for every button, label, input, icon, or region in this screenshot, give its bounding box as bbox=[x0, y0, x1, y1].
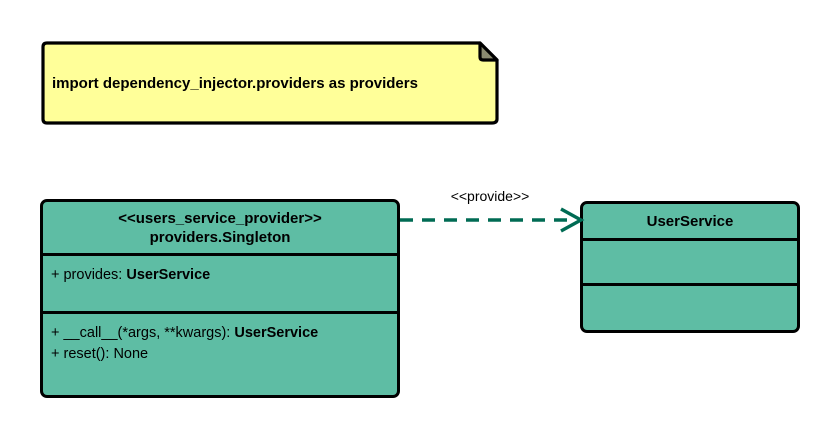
attribute-row: + provides: UserService bbox=[51, 265, 389, 286]
operation-label: + __call__(*args, **kwargs): bbox=[51, 325, 235, 341]
class-attributes-compartment bbox=[583, 238, 797, 283]
import-note: import dependency_injector.providers as … bbox=[40, 40, 500, 126]
class-attributes-compartment: + provides: UserService bbox=[43, 253, 397, 311]
class-stereotype: <<users_service_provider>> bbox=[118, 209, 322, 227]
connector-arrowhead-icon bbox=[560, 207, 585, 233]
attribute-label: + provides: bbox=[51, 267, 127, 283]
import-note-text: import dependency_injector.providers as … bbox=[52, 74, 418, 92]
class-header-users-service-provider: <<users_service_provider>> providers.Sin… bbox=[43, 202, 397, 253]
class-name: providers.Singleton bbox=[149, 228, 291, 246]
operation-row: + __call__(*args, **kwargs): UserService bbox=[51, 323, 389, 344]
operation-type: UserService bbox=[234, 325, 319, 341]
class-box-user-service[interactable]: UserService bbox=[580, 201, 800, 333]
operation-label: + reset(): None bbox=[51, 346, 149, 362]
connector-label: <<provide>> bbox=[450, 188, 530, 204]
class-operations-compartment bbox=[583, 283, 797, 330]
note-shape-icon bbox=[41, 41, 499, 125]
operation-row: + reset(): None bbox=[51, 344, 389, 365]
class-box-users-service-provider[interactable]: <<users_service_provider>> providers.Sin… bbox=[40, 199, 400, 398]
class-header-user-service: UserService bbox=[583, 204, 797, 238]
provide-dependency-connector[interactable] bbox=[395, 180, 590, 240]
class-name: UserService bbox=[646, 212, 734, 230]
class-operations-compartment: + __call__(*args, **kwargs): UserService… bbox=[43, 311, 397, 395]
attribute-type: UserService bbox=[126, 267, 211, 283]
